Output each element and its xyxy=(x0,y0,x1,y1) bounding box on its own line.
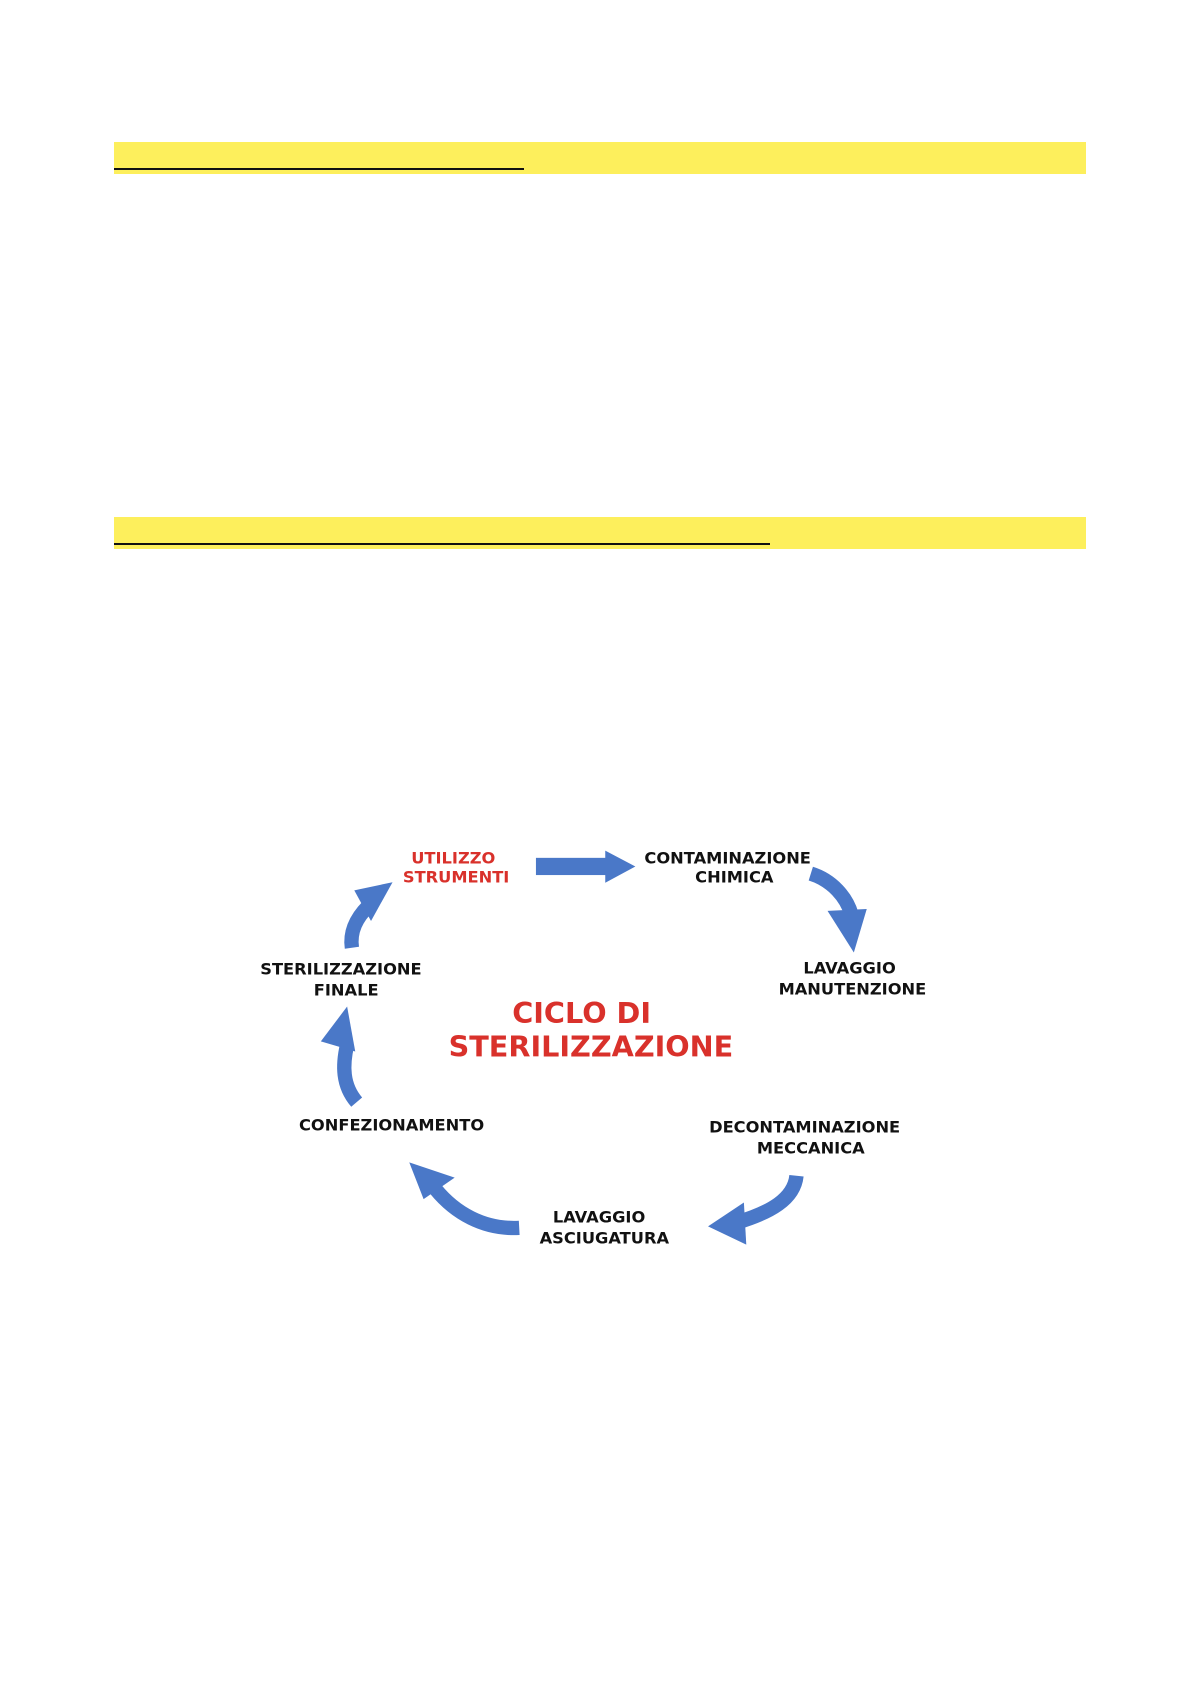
step-utilizzo-strumenti: UTILIZZO STRUMENTI xyxy=(403,849,510,887)
step-lavaggio-asciugatura: LAVAGGIO ASCIUGATURA xyxy=(540,1208,670,1248)
step-lavaggio-manutenzione: LAVAGGIO MANUTENZIONE xyxy=(779,959,927,999)
step-sterilizzazione-finale: STERILIZZAZIONE FINALE xyxy=(260,959,427,999)
arrow-decontaminazione-to-lavaggio xyxy=(708,1174,804,1245)
arrow-confezionamento-to-sterilizzazione xyxy=(320,1006,363,1107)
heading-2-underline xyxy=(114,543,770,545)
heading-1-underline xyxy=(114,168,524,170)
arrow-contaminazione-to-lavaggio xyxy=(808,866,867,953)
arrow-lavaggio-to-confezionamento xyxy=(409,1162,520,1236)
diagram-title: CICLO DI STERILIZZAZIONE xyxy=(449,996,734,1063)
arrow-utilizzo-to-contaminazione xyxy=(535,850,636,883)
sterilization-cycle-diagram: UTILIZZO STRUMENTI CONTAMINAZIONE CHIMIC… xyxy=(260,849,927,1248)
step-contaminazione-chimica: CONTAMINAZIONE CHIMICA xyxy=(644,849,816,887)
arrow-sterilizzazione-to-utilizzo xyxy=(344,882,393,949)
step-confezionamento: CONFEZIONAMENTO xyxy=(299,1115,484,1134)
step-decontaminazione-meccanica: DECONTAMINAZIONE MECCANICA xyxy=(709,1118,906,1158)
